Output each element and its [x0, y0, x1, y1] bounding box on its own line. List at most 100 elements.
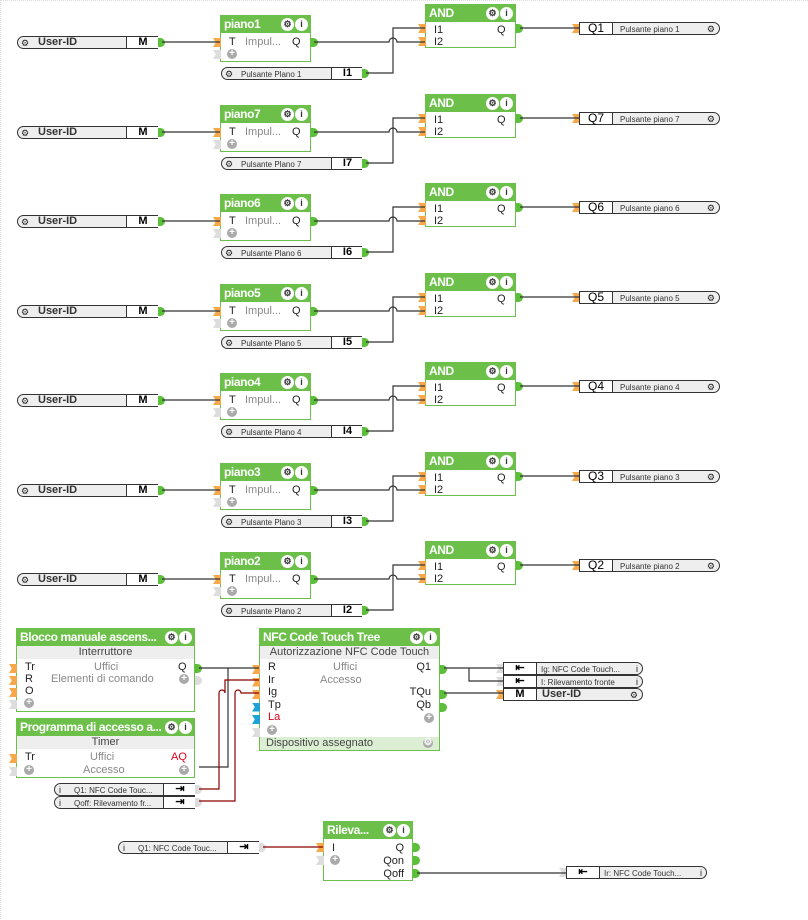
- add-input-icon[interactable]: +: [227, 139, 237, 149]
- input-connector[interactable]: [418, 395, 426, 404]
- add-input-connector[interactable]: [213, 229, 221, 238]
- pulse-block-settings-icon[interactable]: ⚙: [281, 466, 294, 479]
- info-icon[interactable]: i: [123, 843, 125, 853]
- output-connector[interactable]: [516, 561, 523, 570]
- output-connector[interactable]: [158, 486, 165, 495]
- add-input-icon[interactable]: +: [227, 49, 237, 59]
- switch-block-settings-icon[interactable]: ⚙: [165, 631, 178, 644]
- add-input-icon[interactable]: +: [24, 765, 34, 775]
- pulse-block-info-icon[interactable]: i: [295, 197, 308, 210]
- add-input-connector[interactable]: [213, 498, 221, 507]
- pulse-block-info-icon[interactable]: i: [295, 108, 308, 121]
- nfc-block-settings-icon[interactable]: ⚙: [410, 631, 423, 644]
- add-input-connector[interactable]: [213, 319, 221, 328]
- settings-icon[interactable]: ⚙: [629, 690, 638, 700]
- settings-icon[interactable]: ⚙: [706, 114, 715, 124]
- input-connector[interactable]: [213, 38, 221, 47]
- output-connector[interactable]: [311, 486, 318, 495]
- input-connector[interactable]: [213, 128, 221, 137]
- output-connector[interactable]: [516, 203, 523, 212]
- output-connector[interactable]: [516, 472, 523, 481]
- and-block-settings-icon[interactable]: ⚙: [486, 97, 499, 110]
- and-block-info-icon[interactable]: i: [500, 7, 513, 20]
- settings-icon[interactable]: ⚙: [706, 24, 715, 34]
- add-input-connector[interactable]: [9, 767, 17, 776]
- info-icon[interactable]: i: [636, 677, 638, 687]
- settings-icon[interactable]: ⚙: [706, 561, 715, 571]
- add-input-icon[interactable]: +: [227, 407, 237, 417]
- settings-icon[interactable]: ⚙: [21, 396, 30, 406]
- input-connector[interactable]: [418, 24, 426, 33]
- add-input-icon[interactable]: +: [24, 698, 34, 708]
- add-input-connector[interactable]: [213, 587, 221, 596]
- output-connector[interactable]: [516, 114, 523, 123]
- and-block-settings-icon[interactable]: ⚙: [486, 544, 499, 557]
- and-block-settings-icon[interactable]: ⚙: [486, 455, 499, 468]
- output-connector[interactable]: [311, 217, 318, 226]
- output-connector[interactable]: [362, 159, 369, 168]
- input-connector[interactable]: [418, 293, 426, 302]
- input-connector[interactable]: [252, 702, 260, 712]
- output-connector[interactable]: [259, 843, 266, 852]
- output-connector[interactable]: [158, 575, 165, 584]
- pulse-block-settings-icon[interactable]: ⚙: [281, 197, 294, 210]
- input-connector[interactable]: [9, 676, 17, 685]
- and-block-settings-icon[interactable]: ⚙: [486, 186, 499, 199]
- output-connector[interactable]: [311, 38, 318, 47]
- settings-icon[interactable]: ⚙: [225, 159, 234, 169]
- output-connector[interactable]: [516, 293, 523, 302]
- add-input-icon[interactable]: +: [267, 725, 277, 735]
- input-connector[interactable]: [418, 216, 426, 225]
- output-connector[interactable]: [195, 664, 202, 673]
- input-connector[interactable]: [213, 396, 221, 405]
- settings-icon[interactable]: ⚙: [706, 472, 715, 482]
- add-input-icon[interactable]: +: [330, 855, 340, 865]
- pulse-block-info-icon[interactable]: i: [295, 287, 308, 300]
- input-connector[interactable]: [418, 127, 426, 136]
- output-connector[interactable]: [413, 869, 420, 878]
- add-output-icon[interactable]: +: [179, 674, 189, 684]
- output-connector[interactable]: [311, 396, 318, 405]
- and-block-settings-icon[interactable]: ⚙: [486, 7, 499, 20]
- timer-block-settings-icon[interactable]: ⚙: [165, 721, 178, 734]
- edge-detection-block-settings-icon[interactable]: ⚙: [383, 824, 396, 837]
- output-connector[interactable]: [195, 798, 202, 807]
- input-connector[interactable]: [213, 575, 221, 584]
- settings-icon[interactable]: ⚙: [21, 217, 30, 227]
- add-output-icon[interactable]: +: [424, 713, 434, 723]
- edge-detection-block-info-icon[interactable]: i: [397, 824, 410, 837]
- pulse-block-info-icon[interactable]: i: [295, 18, 308, 31]
- and-block-info-icon[interactable]: i: [500, 276, 513, 289]
- and-block-info-icon[interactable]: i: [500, 97, 513, 110]
- output-connector[interactable]: [440, 690, 447, 699]
- output-connector[interactable]: [158, 307, 165, 316]
- settings-icon[interactable]: ⚙: [21, 486, 30, 496]
- input-connector[interactable]: [418, 37, 426, 46]
- output-connector[interactable]: [311, 307, 318, 316]
- output-connector[interactable]: [516, 382, 523, 391]
- and-block-settings-icon[interactable]: ⚙: [486, 365, 499, 378]
